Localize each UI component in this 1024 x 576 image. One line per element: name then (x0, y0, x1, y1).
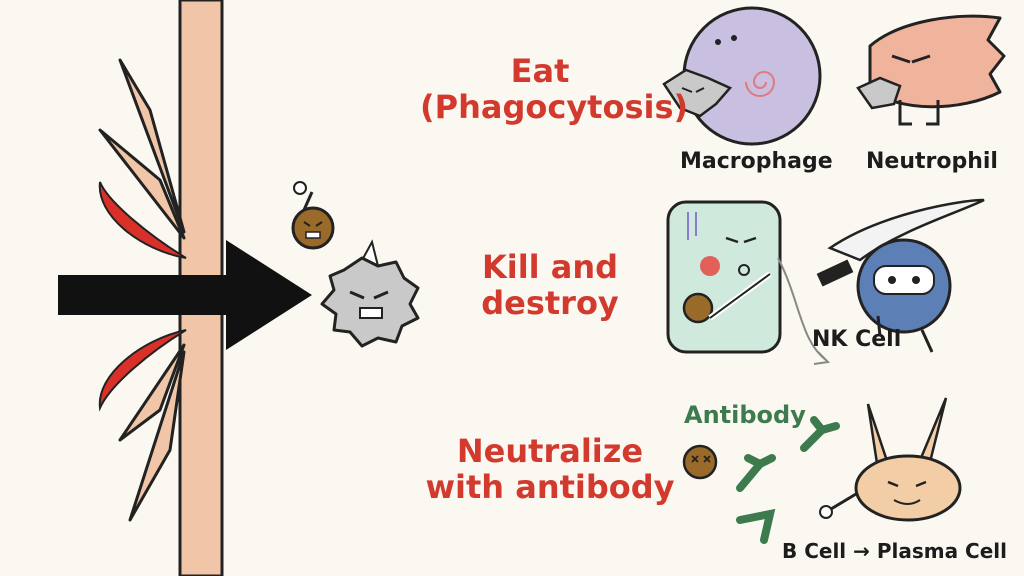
macrophage-label: Macrophage (680, 149, 833, 174)
eat-heading-line1: Eat (510, 52, 570, 90)
eat-heading: Eat (Phagocytosis) (420, 52, 689, 126)
virus-germ-icon (320, 239, 420, 348)
eat-heading-line2: (Phagocytosis) (420, 87, 689, 126)
kill-heading-line2: destroy (481, 283, 619, 322)
entry-arrow-icon (58, 240, 312, 350)
bacterium-icon (291, 181, 335, 250)
kill-heading: Kill and destroy (440, 248, 660, 322)
neutrophil-icon (856, 14, 1006, 126)
antibody-icon (682, 416, 840, 544)
kill-heading-line1: Kill and (481, 248, 619, 286)
nk-cell-icon (777, 198, 985, 365)
neutralize-heading-line1: Neutralize (456, 432, 644, 470)
nk-cell-label: NK Cell (812, 327, 902, 352)
neutrophil-label: Neutrophil (866, 149, 998, 174)
infected-cell-icon (666, 200, 782, 354)
macrophage-icon (662, 6, 822, 146)
antibody-label: Antibody (684, 401, 806, 429)
blood-drop-icon (98, 181, 187, 412)
neutralize-heading-line2: with antibody (425, 467, 675, 506)
plasma-cell-icon (819, 397, 962, 522)
b-cell-label: B Cell → Plasma Cell (782, 539, 1008, 563)
neutralize-heading: Neutralize with antibody (410, 432, 690, 506)
